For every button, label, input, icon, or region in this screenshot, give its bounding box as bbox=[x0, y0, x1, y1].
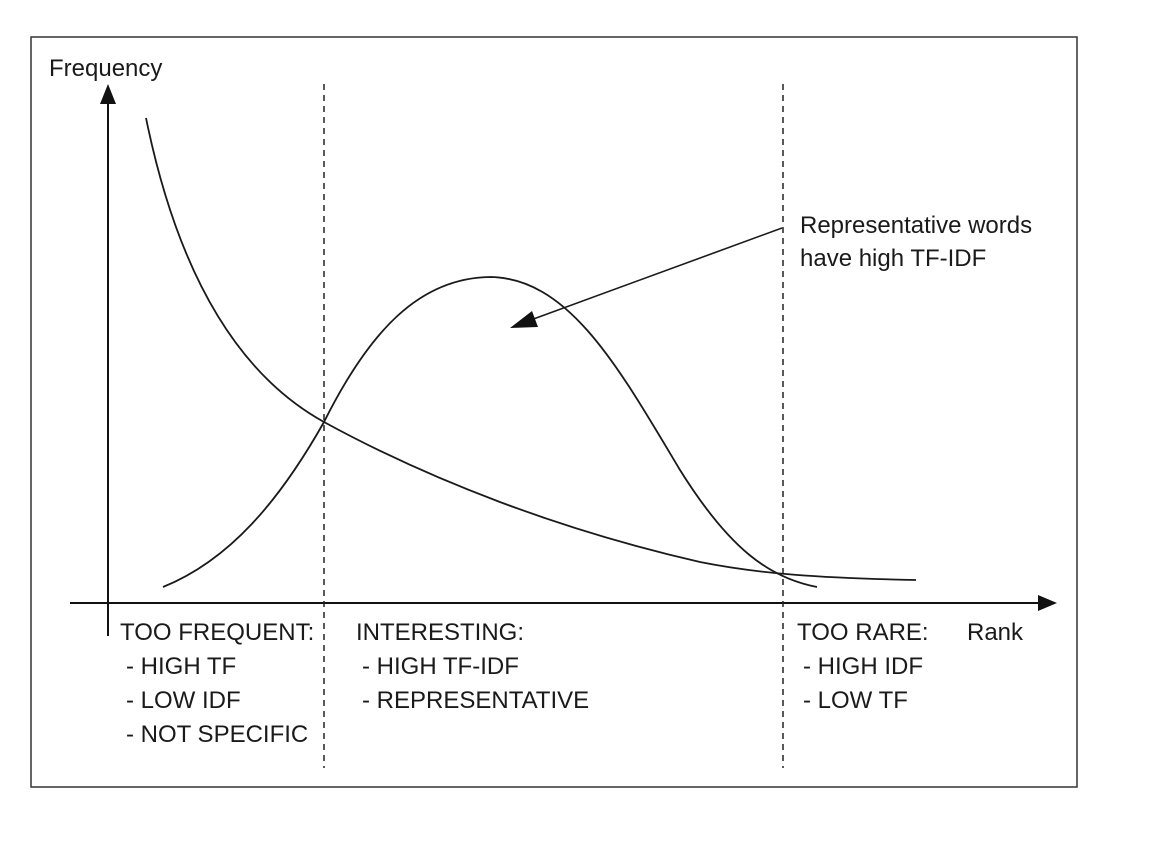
tfidf-curve bbox=[162, 276, 818, 588]
annotation-line-2: have high TF-IDF bbox=[800, 245, 986, 272]
x-axis-label: Rank bbox=[967, 619, 1024, 646]
region-interesting-item: - REPRESENTATIVE bbox=[362, 687, 590, 714]
region-too-frequent-item: - LOW IDF bbox=[126, 687, 241, 714]
region-too-frequent-heading: TOO FREQUENT: bbox=[120, 619, 315, 646]
region-interesting-item: - HIGH TF-IDF bbox=[362, 653, 519, 680]
region-too-rare: TOO RARE: - HIGH IDF - LOW TF bbox=[797, 616, 929, 718]
region-interesting-heading: INTERESTING: bbox=[356, 619, 525, 646]
region-interesting: INTERESTING: - HIGH TF-IDF - REPRESENTAT… bbox=[356, 616, 589, 718]
region-too-frequent-item: - HIGH TF bbox=[126, 653, 237, 680]
region-too-rare-item: - LOW TF bbox=[803, 687, 908, 714]
annotation-line-1: Representative words bbox=[800, 212, 1032, 239]
region-too-rare-heading: TOO RARE: bbox=[797, 619, 929, 646]
region-too-frequent-item: - NOT SPECIFIC bbox=[126, 721, 309, 748]
annotation-pointer-line bbox=[527, 227, 783, 322]
x-axis-arrowhead bbox=[1038, 595, 1057, 611]
y-axis-label: Frequency bbox=[49, 55, 162, 82]
frequency-curve bbox=[145, 117, 917, 581]
y-axis-arrowhead bbox=[100, 84, 116, 104]
diagram-frame bbox=[30, 36, 1078, 788]
region-too-rare-item: - HIGH IDF bbox=[803, 653, 923, 680]
region-too-frequent: TOO FREQUENT: - HIGH TF - LOW IDF - NOT … bbox=[120, 616, 314, 752]
annotation-arrowhead bbox=[510, 311, 538, 328]
